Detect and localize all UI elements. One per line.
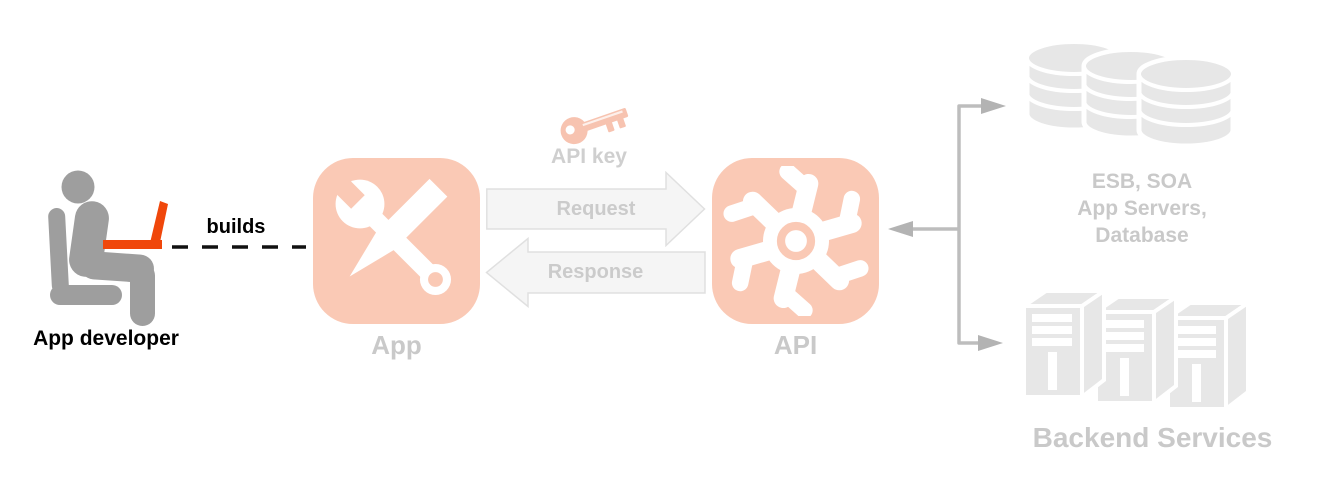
api-pinwheel-icon [722, 166, 869, 316]
response-arrow: Response [485, 237, 706, 308]
request-arrow-shape [486, 171, 706, 247]
arrowhead-to-api [888, 221, 913, 237]
request-label: Request [556, 197, 636, 220]
wrench-pencil-icon [322, 167, 451, 296]
arrowhead-to-servers [978, 335, 1003, 351]
api-node-icon [712, 158, 879, 324]
response-arrow-shape [485, 237, 706, 308]
database-stack-icon [1024, 39, 1236, 149]
server-stack-icon [1018, 287, 1255, 411]
esb-label-line3: Database [1095, 224, 1189, 247]
api-key-label: API key [551, 145, 627, 168]
app-node-icon [313, 158, 480, 324]
app-node-label: App [371, 330, 422, 360]
arrowhead-to-databases [981, 98, 1006, 114]
backend-connector-lines [888, 98, 1006, 351]
api-node-label: API [773, 330, 818, 360]
request-arrow: Request [486, 171, 706, 247]
app-developer-icon [48, 170, 168, 326]
laptop-icon [103, 201, 168, 249]
app-developer-label: App developer [33, 327, 179, 350]
esb-label-line2: App Servers, [1077, 197, 1207, 220]
esb-soa-label: ESB, SOA App Servers, Database [1047, 168, 1237, 249]
response-label: Response [547, 261, 644, 283]
backend-services-label: Backend Services [1032, 422, 1273, 453]
esb-label-line1: ESB, SOA [1091, 170, 1193, 193]
builds-label: builds [206, 216, 266, 238]
builds-dashed-line [172, 245, 306, 249]
api-key-icon [560, 108, 629, 145]
